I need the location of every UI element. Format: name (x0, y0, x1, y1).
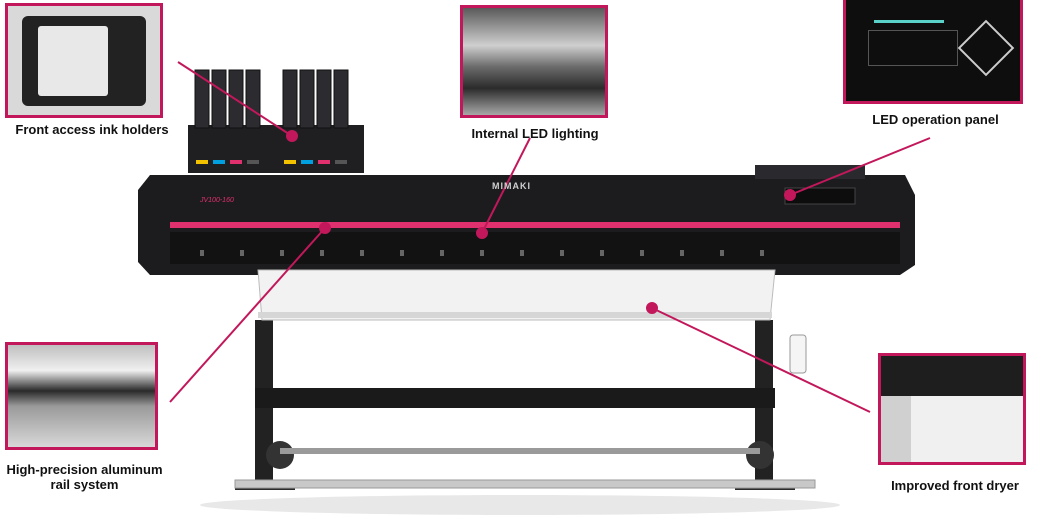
led-lighting-inset (460, 5, 608, 118)
pink-stripe (170, 222, 900, 228)
front-dryer (257, 269, 776, 321)
crossbar (255, 388, 775, 408)
ink-holders-inset (5, 3, 163, 118)
caption-front-dryer: Improved front dryer (891, 478, 1019, 493)
caption-rail-line1: High-precision aluminum (6, 462, 163, 477)
operation-panel-inset (843, 0, 1023, 104)
ink-holder-tray (188, 125, 364, 173)
caption-rail-system: High-precision aluminum rail system (0, 462, 177, 492)
caption-rail-line2: rail system (50, 477, 119, 492)
caption-ink-holders: Front access ink holders (15, 122, 169, 137)
caption-operation-panel: LED operation panel (872, 112, 999, 127)
front-dryer-inset (878, 353, 1026, 465)
brand-logo: MIMAKI (492, 181, 531, 191)
rail-system-inset (5, 342, 158, 450)
caption-led-lighting: Internal LED lighting (471, 126, 599, 141)
model-label: JV100-160 (200, 197, 234, 204)
